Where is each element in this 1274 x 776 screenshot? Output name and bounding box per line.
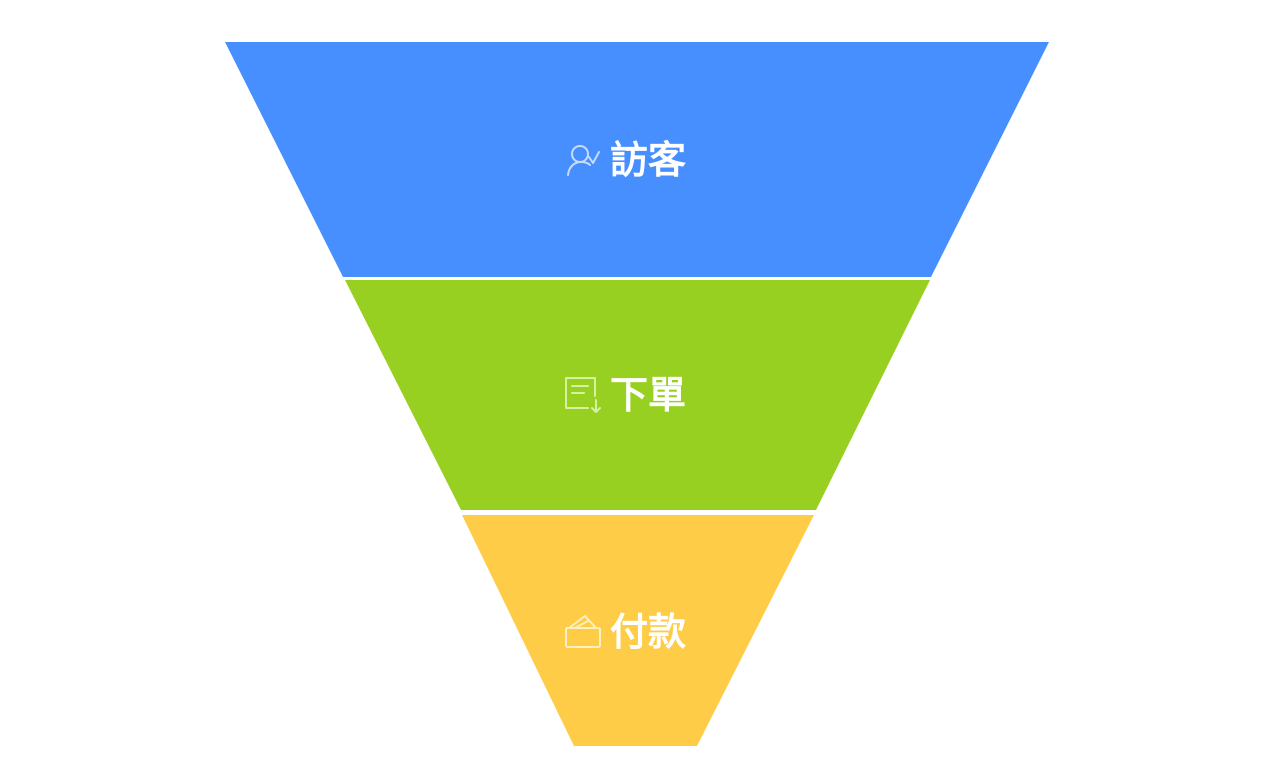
stage-label-orders: 下單 bbox=[610, 373, 686, 417]
document-download-icon bbox=[565, 377, 601, 413]
stage-label-payment: 付款 bbox=[610, 610, 686, 654]
funnel-stage-orders: 下單 bbox=[345, 280, 930, 510]
funnel-segment-visitors bbox=[225, 42, 1049, 277]
funnel-segment-orders bbox=[345, 280, 930, 510]
funnel-stage-visitors: 訪客 bbox=[225, 42, 1049, 277]
funnel-stage-payment: 付款 bbox=[462, 515, 814, 746]
user-check-icon bbox=[567, 145, 600, 176]
wallet-icon bbox=[565, 615, 601, 648]
stage-label-visitors: 訪客 bbox=[610, 138, 686, 182]
funnel-segment-payment bbox=[462, 515, 814, 746]
